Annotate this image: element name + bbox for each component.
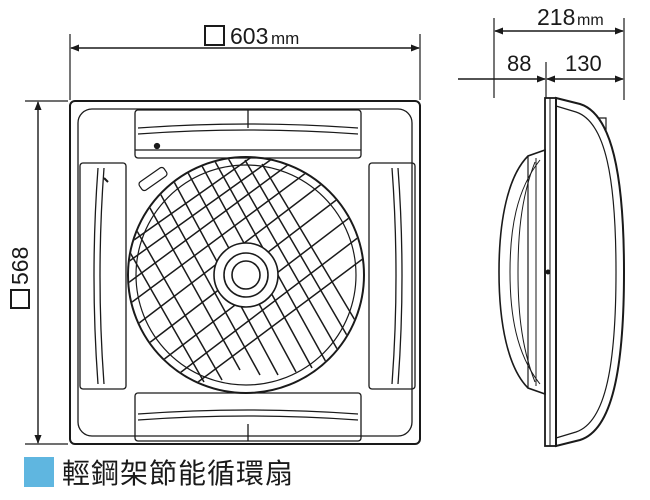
right-louver [368, 162, 416, 390]
dimension-front-height [25, 100, 68, 445]
front-view [69, 100, 421, 445]
side-bracket [598, 117, 607, 132]
side-total-unit: mm [577, 12, 604, 29]
side-view [498, 96, 626, 448]
caption-text: 輕鋼架節能循環扇 [62, 457, 295, 490]
left-louver [79, 162, 127, 390]
dimension-side [458, 18, 625, 100]
fan-hub-center [231, 260, 261, 290]
front-panel-outer [69, 100, 421, 445]
front-panel-inner [77, 108, 413, 437]
fan-grill-inner-ring [135, 164, 357, 386]
caption: 輕鋼架節能循環扇 [24, 452, 294, 492]
front-height-label: 568 [7, 247, 33, 309]
front-width-unit: mm [271, 29, 299, 48]
front-width-value: 603 [230, 23, 268, 49]
front-width-label: 603 mm [204, 23, 299, 49]
square-symbol-icon [10, 289, 30, 309]
side-grill [498, 148, 546, 396]
side-total-value: 218 [537, 4, 575, 30]
top-louver [134, 109, 362, 159]
side-back-value: 130 [565, 51, 602, 76]
side-housing-dome [555, 96, 626, 448]
square-symbol-icon [204, 25, 225, 46]
bottom-louver [134, 392, 362, 442]
side-front-value: 88 [507, 51, 531, 76]
front-height-value: 568 [7, 247, 33, 285]
side-housing-inner [555, 105, 617, 439]
label-tag [138, 166, 168, 192]
caption-swatch [24, 457, 54, 487]
dimension-front-width [69, 34, 421, 100]
fan-hub-middle [223, 252, 269, 298]
fan-grill-outer-ring [127, 156, 365, 394]
